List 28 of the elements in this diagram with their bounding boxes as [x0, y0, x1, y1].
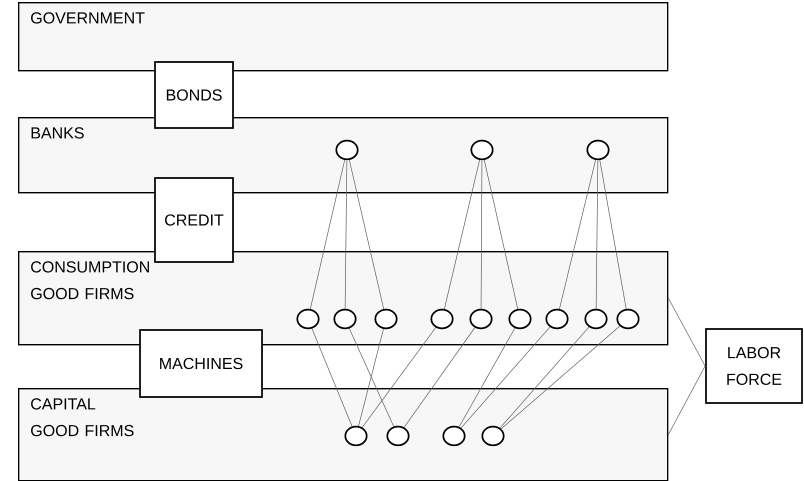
- flow-box: BONDS: [154, 61, 234, 129]
- connector-line: [458, 328, 516, 428]
- connector-line: [460, 326, 550, 428]
- connector-line: [559, 160, 596, 310]
- flow-box: CREDIT: [154, 177, 234, 263]
- connector-line: [362, 327, 436, 428]
- connector-line: [596, 160, 598, 310]
- circle: [508, 308, 532, 330]
- connector-line: [480, 160, 482, 310]
- connector-line: [344, 160, 348, 310]
- connector-line: [444, 160, 480, 310]
- connector-line: [668, 366, 706, 435]
- connector-line: [500, 326, 590, 428]
- connector-line: [404, 327, 476, 428]
- connector-line: [484, 160, 518, 310]
- connector-line: [500, 326, 620, 430]
- flow-box: MACHINES: [139, 329, 263, 398]
- sector-band: CAPITAL GOOD FIRMS: [18, 388, 668, 481]
- process-box: LABOR FORCE: [705, 328, 803, 404]
- sector-band: BANKS: [18, 116, 668, 194]
- connector-line: [312, 328, 352, 427]
- connector-line: [599, 160, 627, 310]
- connector-line: [668, 298, 706, 366]
- connector-line: [358, 328, 384, 426]
- sector-band: GOVERNMENT: [18, 2, 668, 72]
- connector-line: [348, 328, 394, 427]
- connector-line: [310, 160, 346, 310]
- connector-line: [348, 160, 384, 310]
